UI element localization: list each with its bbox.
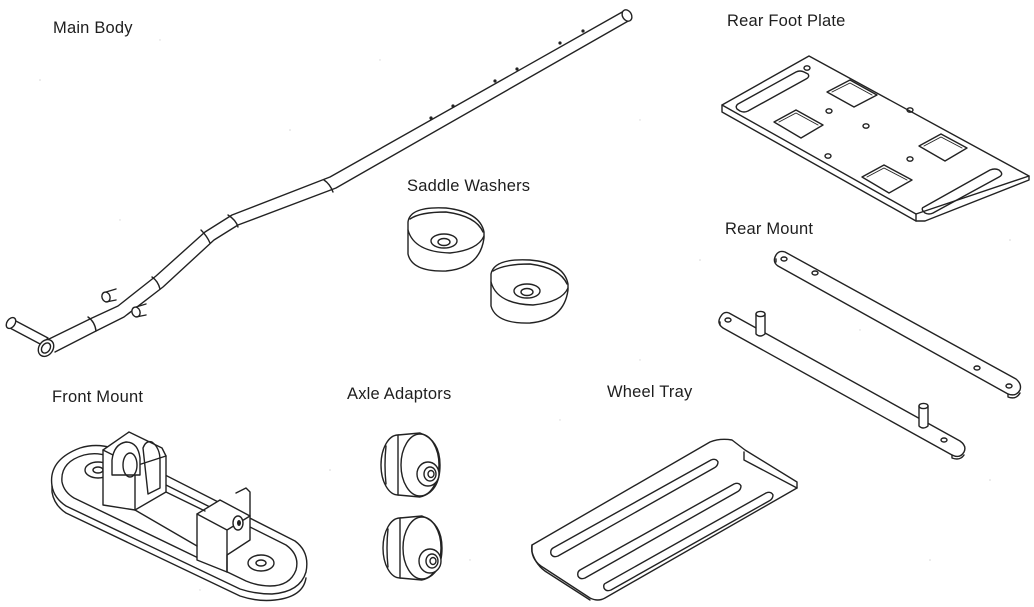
rear-foot-plate-label: Rear Foot Plate (727, 12, 846, 30)
axle-adaptors-label: Axle Adaptors (347, 385, 452, 403)
saddle-washers-label: Saddle Washers (407, 177, 531, 195)
main-body-label: Main Body (53, 19, 133, 37)
rear-foot-plate-drawing (721, 55, 1030, 222)
main-body-drawing (5, 9, 633, 358)
wheel-tray-drawing (531, 438, 798, 601)
saddle-washers-drawing (407, 207, 569, 324)
front-mount-drawing (50, 431, 308, 602)
front-mount-label: Front Mount (52, 388, 144, 406)
axle-adaptors-drawing (380, 432, 443, 581)
rear-mount-drawing (718, 250, 1022, 460)
wheel-tray-label: Wheel Tray (607, 383, 693, 401)
rear-mount-label: Rear Mount (725, 220, 814, 238)
